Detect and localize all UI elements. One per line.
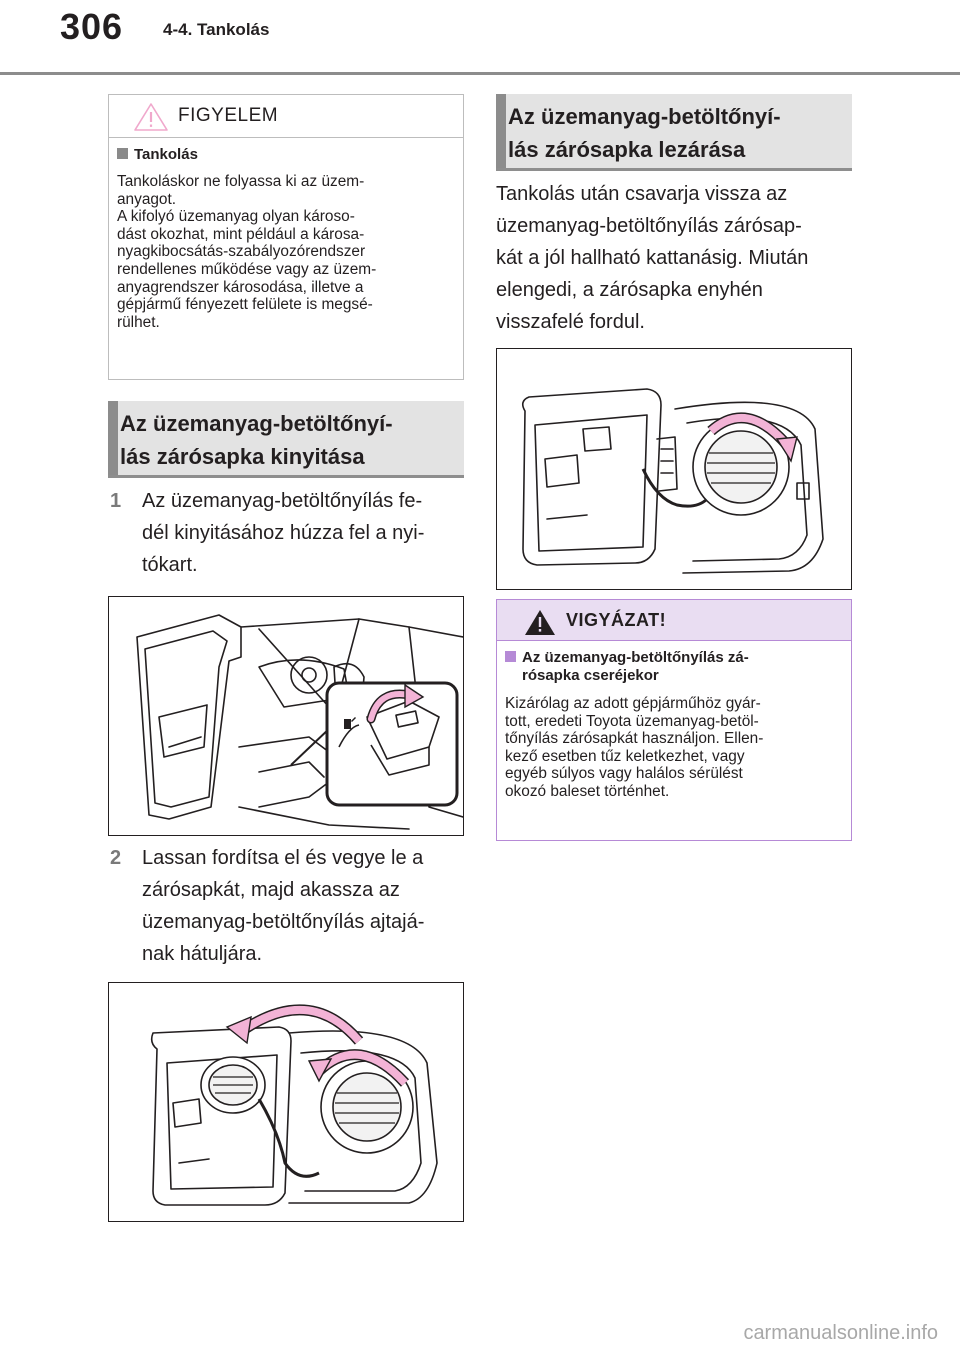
figure-remove-cap	[108, 982, 464, 1222]
page-number: 306	[60, 6, 124, 47]
close-section-heading: Az üzemanyag-betöltőnyí- lás zárósapka l…	[496, 94, 852, 171]
square-bullet-icon	[117, 148, 128, 159]
figure-fuel-door-lever	[108, 596, 464, 836]
watermark: carmanualsonline.info	[743, 1322, 938, 1344]
header-rule	[0, 72, 960, 75]
car-door-illustration	[136, 614, 464, 830]
section-title: 4-4. Tankolás	[163, 20, 270, 39]
warning-box: FIGYELEM Tankolás Tankoláskor ne folyass…	[108, 94, 464, 380]
warning-header: FIGYELEM	[109, 95, 463, 138]
fuel-cap-remove-illustration	[150, 1004, 438, 1206]
step-2: 2 Lassan fordítsa el és vegye le a zárós…	[110, 842, 470, 972]
caution-subheading: Az üzemanyag-betöltőnyílás zá-rósapka cs…	[505, 649, 841, 685]
step-number: 1	[110, 490, 122, 512]
heading-bar	[108, 401, 118, 475]
warning-triangle-icon	[134, 103, 168, 131]
warning-label: FIGYELEM	[178, 105, 279, 126]
warning-text: Tankoláskor ne folyassa ki az üzem- anya…	[117, 173, 377, 331]
step-1: 1 Az üzemanyag-betöltőnyílás fe- dél kin…	[110, 485, 470, 585]
open-section-heading: Az üzemanyag-betöltőnyí- lás zárósapka k…	[108, 401, 464, 478]
caution-box: VIGYÁZAT! Az üzemanyag-betöltőnyílás zá-…	[496, 599, 852, 841]
caution-triangle-icon	[525, 610, 555, 635]
close-instructions: Tankolás után csavarja vissza az üzemany…	[496, 183, 809, 333]
caution-text: Kizárólag az adott gépjárműhöz gyár- tot…	[505, 695, 764, 800]
step-text: Lassan fordítsa el és vegye le a zárósap…	[142, 847, 425, 965]
figure-close-cap	[496, 348, 852, 590]
square-bullet-icon	[505, 651, 516, 662]
heading-bar	[496, 94, 506, 168]
fuel-cap-close-illustration	[521, 388, 824, 574]
caution-header: VIGYÁZAT!	[497, 600, 851, 641]
warning-subheading: Tankolás	[117, 146, 453, 163]
caution-label: VIGYÁZAT!	[566, 610, 667, 630]
step-number: 2	[110, 847, 122, 869]
step-text: Az üzemanyag-betöltőnyílás fe- dél kinyi…	[142, 490, 425, 576]
